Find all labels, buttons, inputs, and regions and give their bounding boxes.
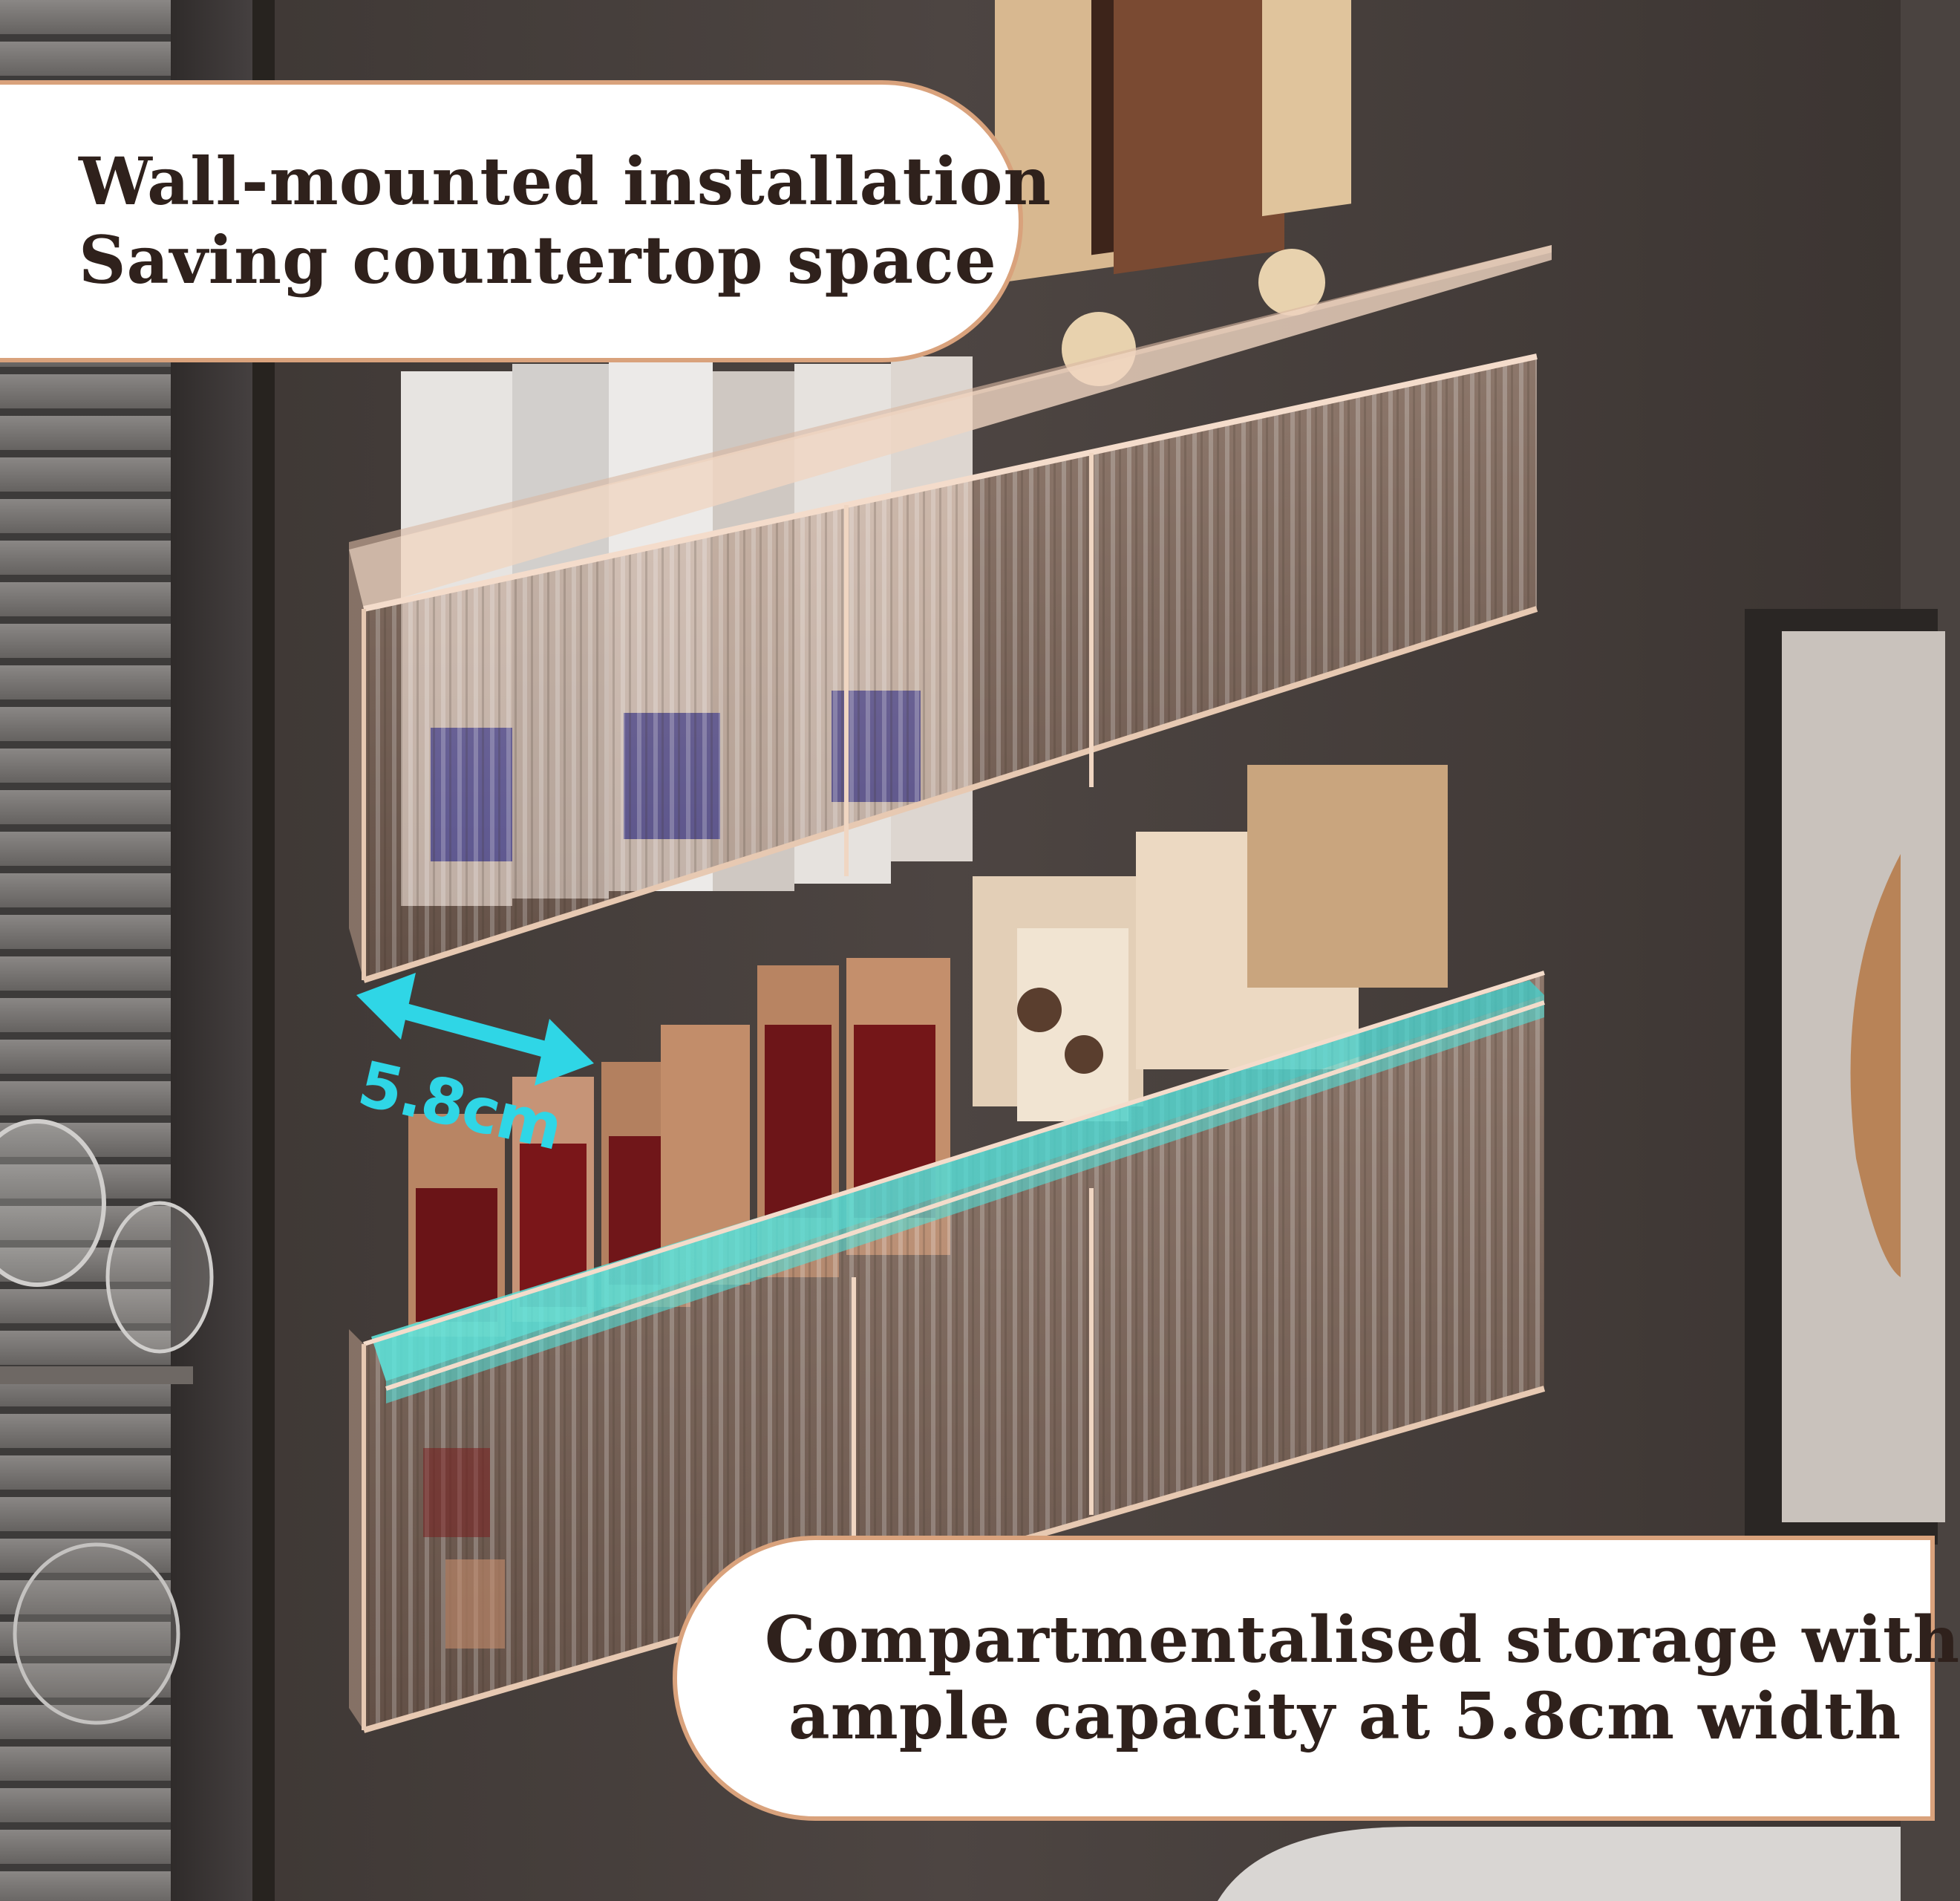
dimension-arrow xyxy=(356,973,594,1086)
top-shelf-boxes xyxy=(995,0,1351,386)
bottom-shelf-box xyxy=(349,971,1546,1733)
top-caption-line-1: Wall-mounted installation xyxy=(79,143,1052,221)
top-caption-banner: Wall-mounted installation Saving counter… xyxy=(0,80,1052,362)
top-shelf-box xyxy=(349,245,1552,983)
top-caption-line-2: Saving countertop space xyxy=(79,221,997,299)
width-highlight xyxy=(371,980,1544,1381)
bottom-shelf-boxes xyxy=(973,765,1448,1121)
bottom-caption-banner: Compartmentalised storage with ample cap… xyxy=(673,1536,1960,1821)
bottom-caption-line-2: ample capacity at 5.8cm width xyxy=(788,1679,1902,1754)
bottom-caption-line-1: Compartmentalised storage with xyxy=(765,1602,1960,1677)
